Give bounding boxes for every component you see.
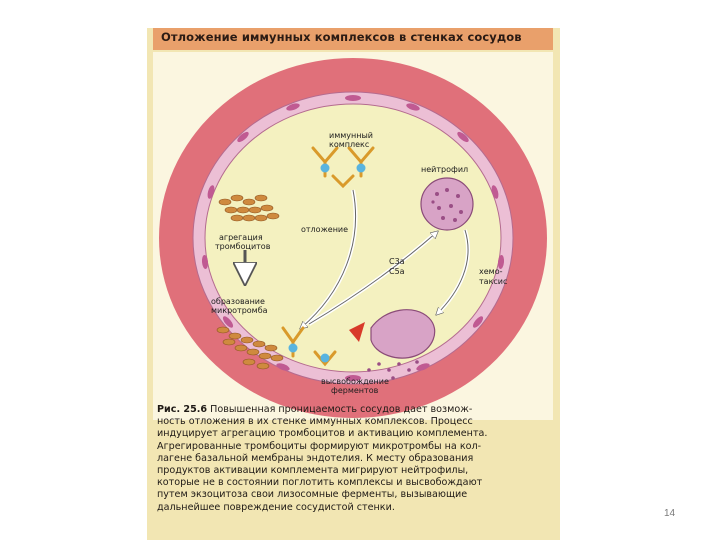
platelet-aggregate — [218, 194, 280, 222]
caption-line: которые не в состоянии поглотить комплек… — [157, 477, 483, 489]
degranulating-neutrophil — [370, 309, 436, 359]
label-immune-complex-1: иммунный — [329, 131, 373, 140]
label-microthrombus-2: микротромба — [211, 306, 268, 315]
textbook-scan: Отложение иммунных комплексов в стенках … — [147, 28, 560, 540]
label-deposition: отложение — [301, 225, 348, 234]
label-neutrophil: нейтрофил — [421, 165, 468, 174]
label-immune-complex-2: комплекс — [329, 140, 369, 149]
label-c5a: C5a — [389, 267, 405, 276]
page-number: 14 — [664, 508, 676, 519]
microthrombus — [216, 326, 284, 370]
caption-line: Рис. 25.6 Повышенная проницаемость сосуд… — [157, 404, 553, 416]
caption-text: Повышенная проницаемость сосудов дает во… — [210, 404, 473, 415]
caption-line: продуктов активации комплемента мигрирую… — [157, 465, 469, 477]
caption-line: лагене базальной мембраны эндотелия. К м… — [157, 452, 474, 464]
complex-node — [320, 163, 330, 173]
endothelial-nuclei — [201, 95, 505, 381]
caption-line: ность отложения в их стенке иммунных ком… — [157, 416, 473, 428]
figure-caption: Рис. 25.6 Повышенная проницаемость сосуд… — [157, 404, 553, 514]
vessel-diagram-svg: иммунный комплекс нейтрофил агрегация тр… — [159, 58, 547, 418]
caption-line: индуцирует агрегацию тромбоцитов и актив… — [157, 428, 488, 440]
complex-node — [320, 353, 330, 363]
label-aggregation-2: тромбоцитов — [215, 242, 271, 251]
vessel-diagram: иммунный комплекс нейтрофил агрегация тр… — [153, 52, 553, 420]
enzyme-release-icon — [349, 322, 365, 342]
figure-title-bar: Отложение иммунных комплексов в стенках … — [153, 28, 553, 50]
released-enzymes — [367, 360, 419, 380]
label-chemotaxis-1: хемо- — [479, 267, 503, 276]
caption-line: дальнейшее повреждение сосудистой стенки… — [157, 501, 395, 513]
caption-line: путем экзоцитоза свои лизосомные фермент… — [157, 489, 468, 501]
complex-node — [356, 163, 366, 173]
label-c3a: C3a — [389, 257, 405, 266]
caption-line: Агрегированные тромбоциты формируют микр… — [157, 440, 482, 452]
label-chemotaxis-2: таксис — [479, 277, 507, 286]
complex-node — [288, 343, 298, 353]
neutrophil-cell — [420, 177, 474, 231]
neutrophil-granules — [431, 188, 463, 222]
label-release-1: высвобождение — [321, 377, 389, 386]
label-aggregation-1: агрегация — [219, 233, 263, 242]
caption-prefix: Рис. 25.6 — [157, 404, 208, 415]
label-release-2: ферментов — [331, 386, 379, 395]
label-microthrombus-1: образование — [211, 297, 265, 306]
figure-title: Отложение иммунных комплексов в стенках … — [161, 30, 522, 44]
